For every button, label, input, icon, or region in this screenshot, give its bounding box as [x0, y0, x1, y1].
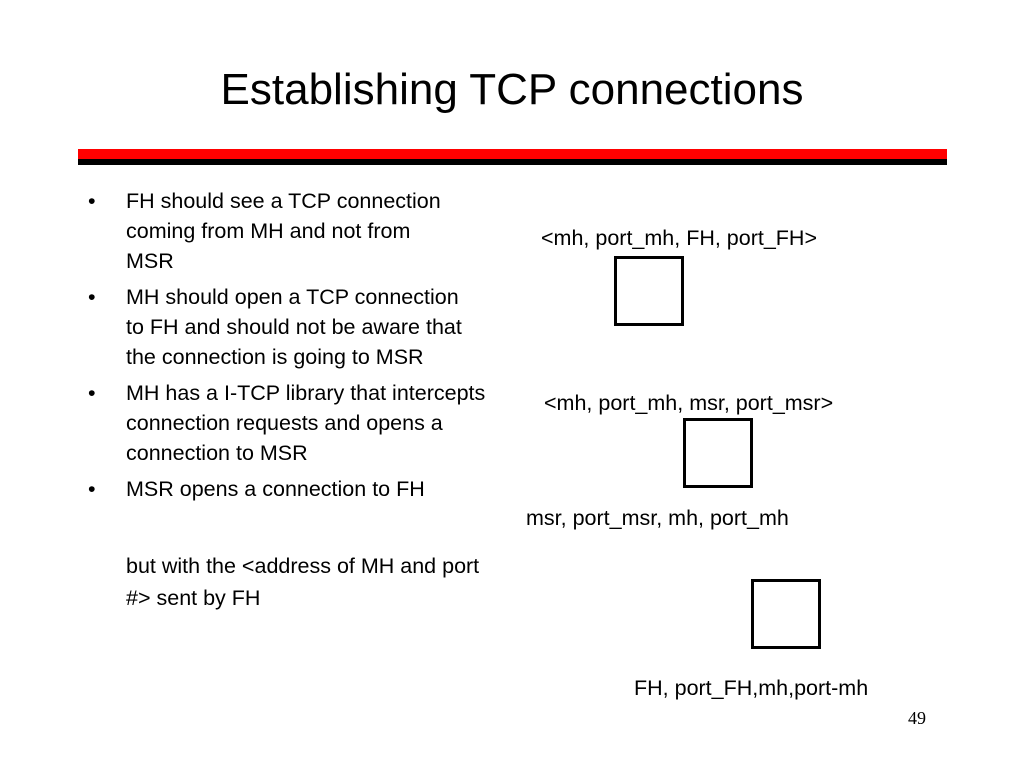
slide-title: Establishing TCP connections	[220, 65, 804, 114]
bullet-text: FH should see a TCP connection coming fr…	[126, 189, 441, 273]
bullet-item: • FH should see a TCP connection coming …	[88, 186, 508, 276]
title-rule-black	[78, 159, 947, 165]
bullet-dot: •	[88, 285, 96, 309]
connection-label-msr-to-mh: msr, port_msr, mh, port_mh	[526, 506, 789, 530]
msr-host-box	[683, 418, 753, 488]
bullet-text: MH should open a TCP connection to FH an…	[126, 285, 462, 369]
bullet-continuation: but with the <address of MH and port #> …	[126, 554, 480, 610]
bullet-dot: •	[88, 189, 96, 213]
bullet-list: • FH should see a TCP connection coming …	[88, 186, 508, 510]
bullet-text: MH has a I-TCP library that intercepts c…	[126, 381, 486, 465]
bullet-item: • MSR opens a connection to FH	[88, 474, 508, 504]
bullet-item: • MH has a I-TCP library that intercepts…	[88, 378, 508, 468]
bullet-dot: •	[88, 381, 96, 405]
mh-host-box	[751, 579, 821, 649]
connection-label-fh: <mh, port_mh, FH, port_FH>	[541, 226, 818, 250]
connection-label-fh-to-mh: FH, port_FH,mh,port-mh	[634, 676, 869, 700]
bullet-text: MSR opens a connection to FH	[126, 477, 425, 501]
connection-label-msr: <mh, port_mh, msr, port_msr>	[544, 391, 834, 415]
bullet-dot: •	[88, 477, 96, 501]
title-rule-red	[78, 149, 947, 159]
bullet-item: • MH should open a TCP connection to FH …	[88, 282, 508, 372]
fh-host-box	[614, 256, 684, 326]
page-number: 49	[908, 708, 926, 728]
